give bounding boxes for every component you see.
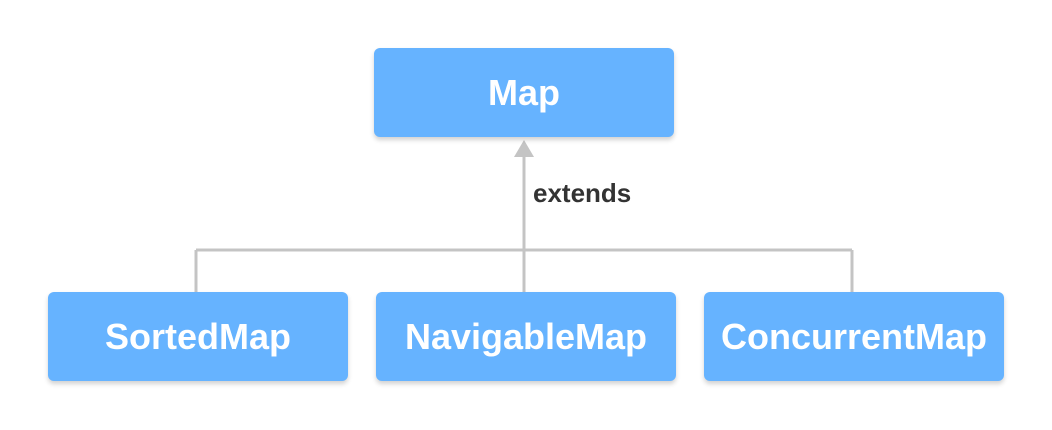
edge-label-extends: extends [533, 178, 632, 208]
node-sortedmap: SortedMap [48, 292, 348, 381]
node-concurrentmap: ConcurrentMap [704, 292, 1004, 381]
node-sortedmap-label: SortedMap [104, 315, 291, 357]
node-map: Map [374, 48, 674, 137]
node-map-label: Map [488, 71, 560, 113]
connector-lines [194, 156, 854, 293]
arrowhead [514, 140, 534, 157]
node-navigablemap-label: NavigableMap [404, 315, 648, 357]
node-navigablemap: NavigableMap [376, 292, 676, 381]
node-concurrentmap-label: ConcurrentMap [720, 315, 987, 357]
